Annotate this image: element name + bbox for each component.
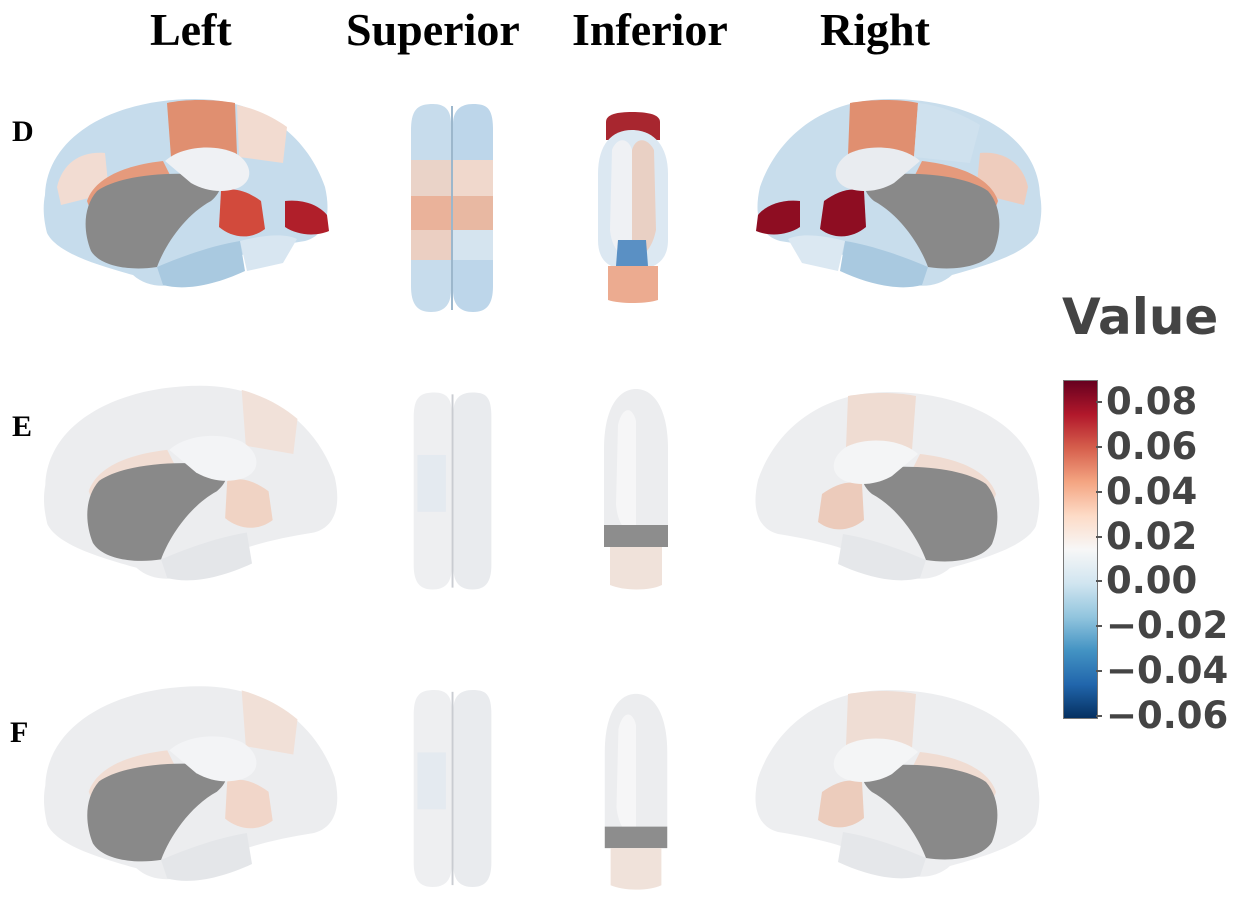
brain-f-inferior [604, 693, 668, 890]
column-title-right: Right [820, 4, 930, 55]
column-title-inferior: Inferior [572, 4, 728, 55]
legend-tick-2: 0.04 [1095, 470, 1198, 513]
brain-d-right-lateral [756, 99, 1042, 288]
legend-tick-6: −0.04 [1095, 649, 1229, 692]
brain-e-inferior [604, 389, 668, 590]
colorbar [1063, 380, 1098, 719]
brain-f-left-lateral [43, 686, 338, 881]
brain-d-superior [411, 104, 493, 312]
legend-tick-3: 0.02 [1095, 515, 1198, 558]
brain-f-superior [413, 689, 492, 887]
column-title-left: Left [150, 4, 232, 55]
brain-e-superior [413, 392, 492, 590]
brain-d-left-lateral [43, 99, 329, 288]
legend-tick-0: 0.08 [1095, 380, 1198, 423]
legend-tick-5: −0.02 [1095, 604, 1229, 647]
legend-tick-1: 0.06 [1095, 425, 1198, 468]
row-label-e: E [12, 410, 33, 443]
legend-title: Value [1062, 288, 1219, 346]
brain-d-inferior [598, 112, 668, 303]
brain-e-right-lateral [755, 392, 1040, 581]
brain-e-left-lateral [43, 385, 338, 581]
column-title-superior: Superior [346, 4, 520, 55]
legend-tick-7: −0.06 [1095, 694, 1229, 737]
row-label-d: D [12, 115, 34, 148]
brain-f-right-lateral [755, 690, 1040, 879]
legend-tick-4: 0.00 [1095, 559, 1198, 602]
row-label-f: F [10, 716, 29, 749]
